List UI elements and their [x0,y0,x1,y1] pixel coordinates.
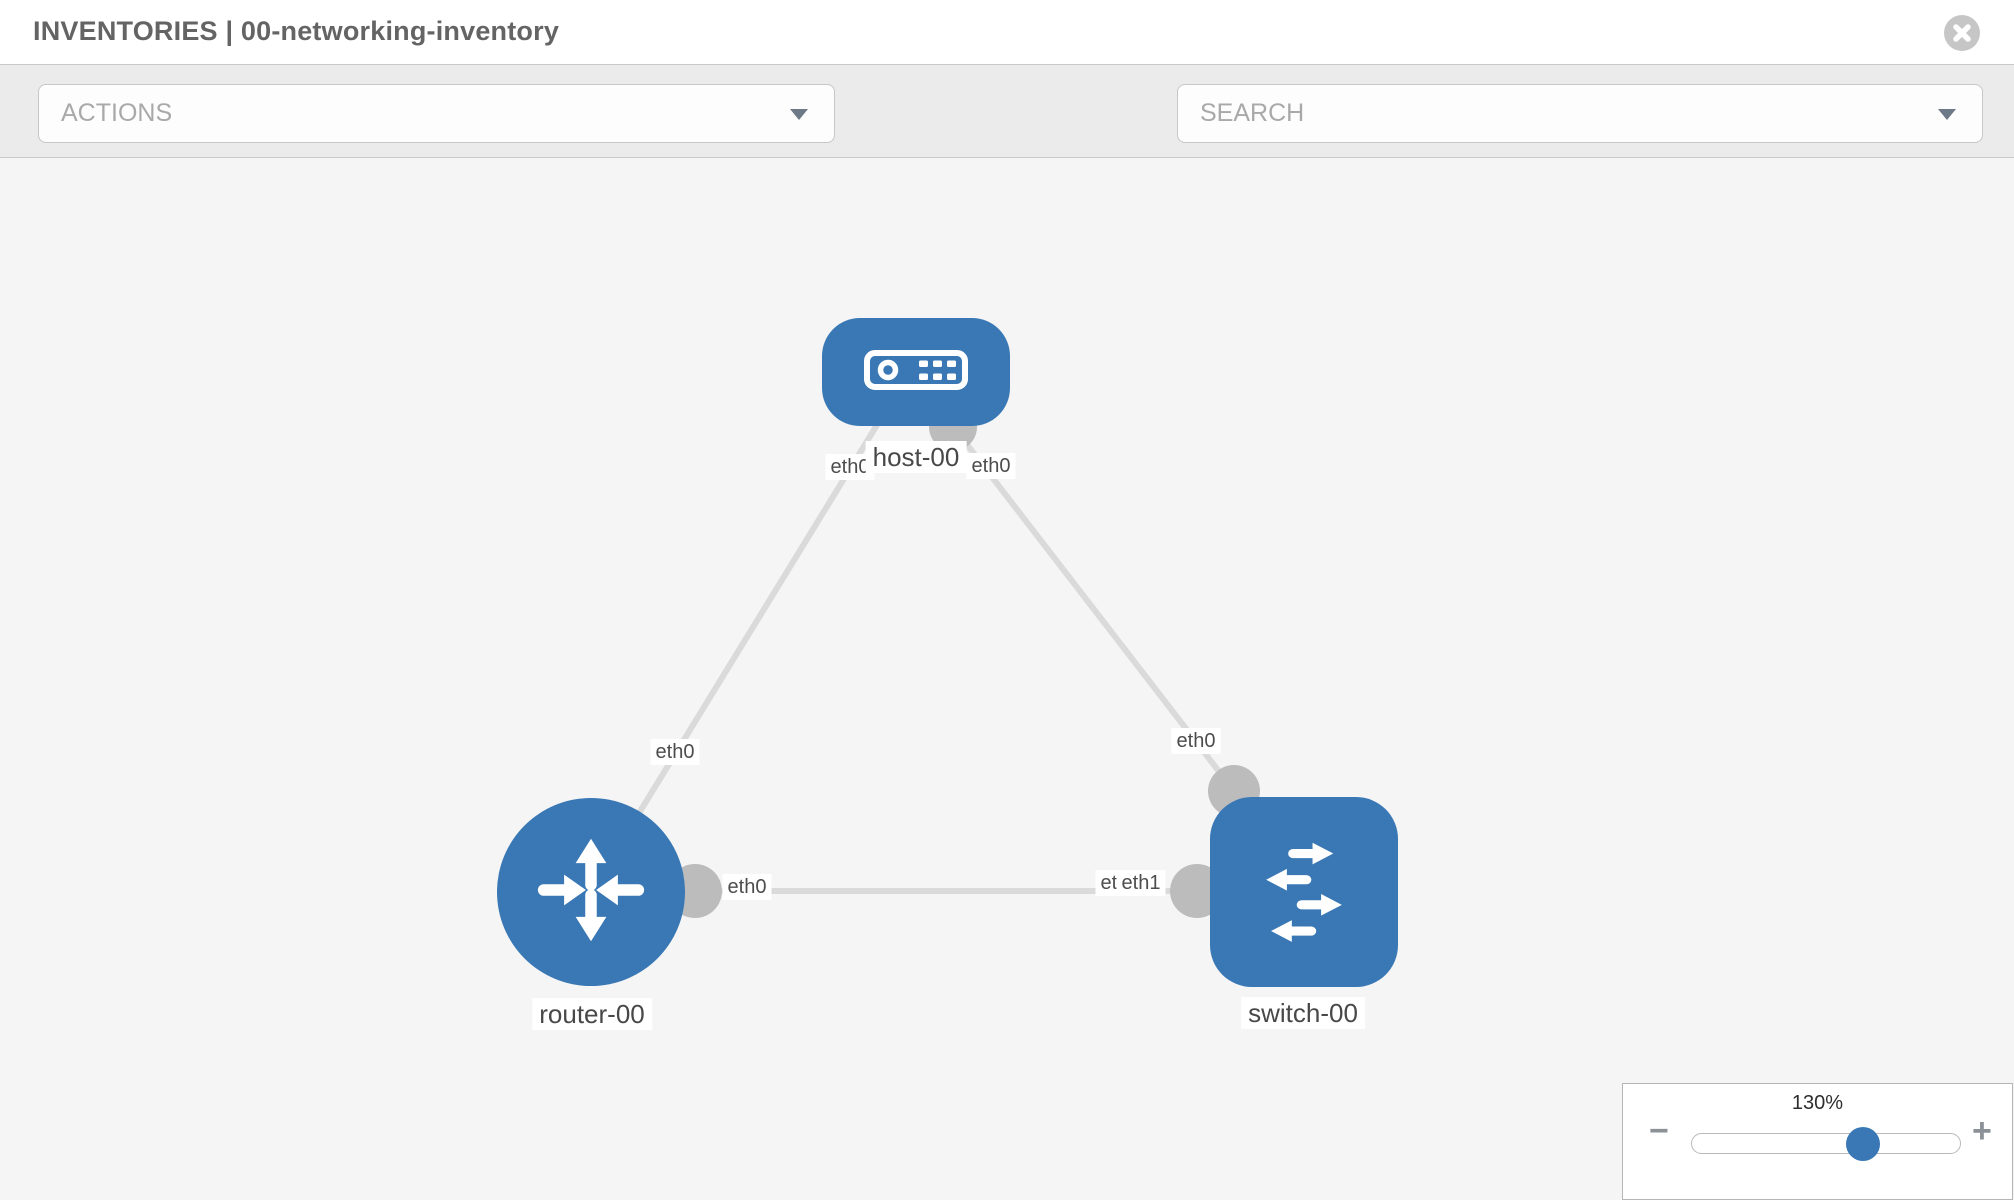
zoom-out-button[interactable]: − [1649,1112,1669,1150]
node-switch[interactable] [1210,797,1398,987]
actions-dropdown-label: ACTIONS [61,99,173,127]
actions-dropdown[interactable]: ACTIONS [38,84,835,143]
search-dropdown-label: SEARCH [1200,99,1305,127]
search-dropdown[interactable]: SEARCH [1177,84,1983,143]
chevron-down-icon [790,109,808,120]
chevron-down-icon [1938,109,1956,120]
topology-toolbar: ACTIONS SEARCH [0,64,2014,197]
node-label-host: host-00 [865,441,967,473]
node-label-switch: switch-00 [1241,997,1365,1029]
node-router[interactable] [497,798,685,986]
zoom-level-value: 130% [1791,1092,1844,1114]
node-label-router: router-00 [532,998,652,1030]
interface-label: eth0 [1171,728,1221,754]
interface-label: eth0 [966,453,1016,479]
topology-canvas[interactable]: eth0 eth0 eth0 eth0 eth0 eth0 eth1 host-… [0,158,2014,1200]
breadcrumb-header: INVENTORIES | 00-networking-inventory [0,0,2014,64]
router-arrows-icon [527,826,655,959]
interface-label: eth1 [1116,870,1166,896]
page-title: INVENTORIES | 00-networking-inventory [33,16,560,46]
interface-label: eth0 [825,454,875,480]
switch-arrows-icon [1243,833,1365,952]
interface-label: eth0 [722,874,772,900]
close-icon[interactable] [1944,15,1980,51]
topology-links-layer [620,403,1260,918]
zoom-slider-handle[interactable] [1846,1127,1880,1161]
host-server-icon [864,349,968,395]
zoom-in-button[interactable]: + [1972,1112,1992,1150]
node-host[interactable] [822,318,1010,426]
zoom-slider-track[interactable] [1691,1133,1961,1154]
zoom-control-panel: 130% − + [1622,1083,2013,1200]
interface-label: eth0 [650,739,700,765]
